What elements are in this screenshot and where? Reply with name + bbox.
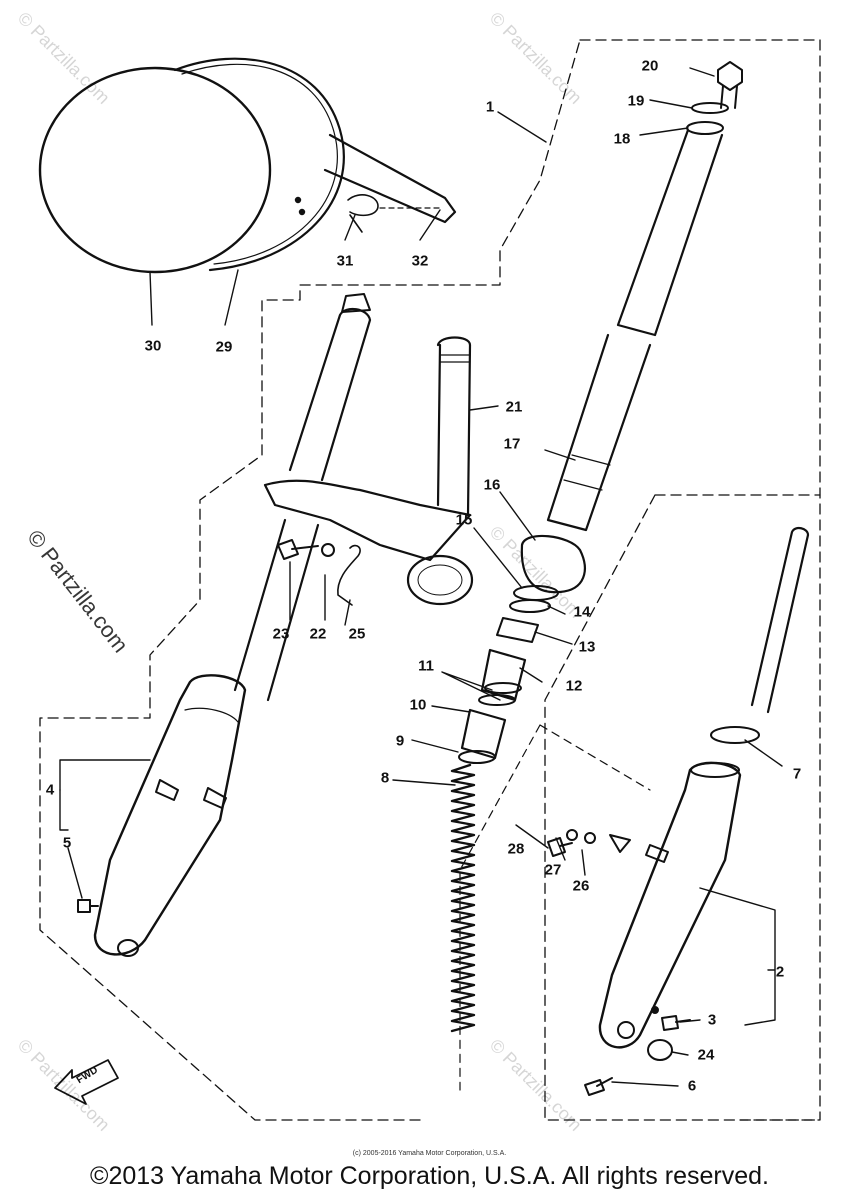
callout-29: 29: [215, 338, 233, 356]
washer-19: [691, 102, 729, 114]
callout-12: 12: [565, 677, 583, 695]
part-14: [509, 599, 551, 613]
fork-spring-8: [450, 763, 476, 1033]
headlight-rim: [173, 57, 345, 272]
bolt-3: [661, 1015, 691, 1031]
headlight-lens: [38, 66, 272, 274]
headlight-clip: [347, 194, 379, 233]
dashed-outline-left-group: [39, 39, 821, 1121]
callout-31: 31: [336, 252, 354, 270]
part-13: [496, 617, 539, 643]
callout-14: 14: [573, 603, 591, 621]
dashed-outline-bolt-group: [459, 724, 651, 1091]
callout-30: 30: [144, 337, 162, 355]
washer-22: [321, 543, 335, 557]
reflector: [406, 554, 474, 606]
callout-5: 5: [62, 834, 72, 852]
callout-2: 2: [775, 963, 785, 981]
callout-26: 26: [572, 877, 590, 895]
callout-27: 27: [544, 861, 562, 879]
callout-1: 1: [485, 98, 495, 116]
seat-9: [458, 750, 496, 764]
bolt-23: [277, 539, 319, 560]
seal-7: [710, 726, 760, 744]
callout-15: 15: [455, 511, 473, 529]
bolt-6: [584, 1077, 613, 1096]
callout-9: 9: [395, 732, 405, 750]
callout-17: 17: [503, 435, 521, 453]
stud-left-a: [155, 779, 179, 801]
stud-right: [645, 844, 669, 863]
shims-11b: [478, 694, 516, 706]
screw-5: [77, 899, 99, 913]
stud-left-b: [203, 787, 227, 809]
left-fork-inner-tube: [288, 307, 372, 482]
callout-3: 3: [707, 1011, 717, 1029]
wire-clip-25: [337, 544, 361, 606]
washer-27: [566, 829, 578, 841]
seal-18: [686, 121, 724, 135]
washer-26: [584, 832, 596, 844]
callout-19: 19: [627, 92, 645, 110]
callout-7: 7: [792, 765, 802, 783]
callout-6: 6: [687, 1077, 697, 1095]
callout-11: 11: [418, 657, 434, 675]
callout-16: 16: [483, 476, 501, 494]
callout-20: 20: [641, 57, 659, 75]
bolt-20: [717, 61, 743, 91]
lower-crown: [263, 479, 472, 562]
callout-10: 10: [409, 696, 427, 714]
callout-23: 23: [272, 625, 290, 643]
left-fork-slider: [93, 674, 247, 956]
fork-outer-tube-17: [616, 128, 724, 337]
callout-13: 13: [578, 638, 596, 656]
callout-21: 21: [505, 398, 523, 416]
left-fork-cap: [341, 293, 371, 313]
fwd-arrow: [54, 1059, 119, 1105]
callout-25: 25: [348, 625, 366, 643]
right-fork-slider: [598, 761, 742, 1049]
callout-24: 24: [697, 1046, 715, 1064]
shims-11a: [484, 682, 522, 694]
right-fork-inner-tube: [750, 526, 810, 714]
callout-28: 28: [507, 840, 525, 858]
callout-8: 8: [380, 769, 390, 787]
callout-18: 18: [613, 130, 631, 148]
steering-stem-21: [436, 336, 472, 517]
washer-24: [647, 1039, 673, 1061]
copyright-small: (c) 2005-2016 Yamaha Motor Corporation, …: [352, 1150, 507, 1157]
callout-22: 22: [309, 625, 327, 643]
bearing-16: [520, 534, 586, 594]
callout-4: 4: [45, 781, 55, 799]
copyright-notice: ©2013 Yamaha Motor Corporation, U.S.A. A…: [90, 1162, 769, 1190]
headlight-stay: [323, 133, 457, 224]
dashed-outline-right-group: [544, 494, 821, 1121]
callout-32: 32: [411, 252, 429, 270]
